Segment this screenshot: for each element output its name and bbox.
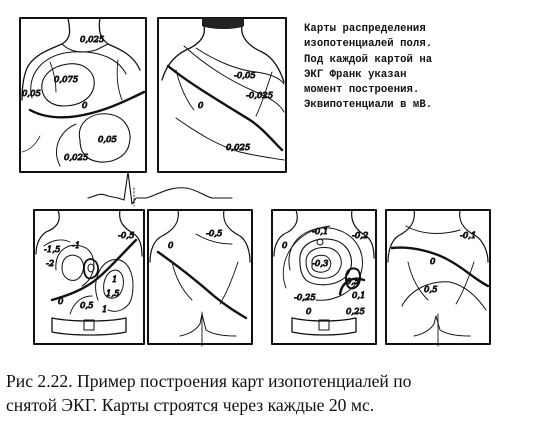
bottom-a-front-label-5: 1 <box>112 275 117 285</box>
bottom-b-front-label-3: 0 <box>282 241 288 251</box>
bottom-b-back-label-3: 0,5 <box>424 285 438 295</box>
map-top-back <box>157 17 287 173</box>
figure-caption-line: Рис 2.22. Пример построения карт изопоте… <box>6 371 412 391</box>
top-front-label-1: 0,025 <box>80 35 104 45</box>
top-front-label-3: 0,05 <box>22 89 41 99</box>
map-bottom-b-front <box>271 209 377 345</box>
top-front-label-5: 0,05 <box>98 135 117 145</box>
bottom-a-front-label-7: 0 <box>58 297 64 307</box>
top-front-label-6: 0,025 <box>64 153 88 163</box>
figure-caption-line: снятой ЭКГ. Карты строятся через каждые … <box>6 395 375 415</box>
side-caption-line: Карты распределения <box>304 23 426 35</box>
ecg-trace-top <box>87 171 233 207</box>
bottom-a-front-label-3: -2 <box>46 259 54 269</box>
bottom-b-front-label-2: -0,1 <box>312 227 328 237</box>
bottom-b-front-label-1: -0,2 <box>352 231 368 241</box>
bottom-a-front-label-4: -1 <box>72 241 80 251</box>
bottom-b-back-label-1: -0,1 <box>460 231 476 241</box>
bottom-a-front-label-1: -0,5 <box>118 231 134 241</box>
map-top-front <box>19 17 147 173</box>
bottom-b-back-label-2: 0 <box>430 257 436 267</box>
bottom-a-front-label-2: -1,5 <box>44 245 60 255</box>
figure-caption: Рис 2.22. Пример построения карт изопоте… <box>6 369 531 417</box>
ecg-trace-b <box>413 313 471 347</box>
bottom-b-front-label-4: -0,3 <box>312 259 328 269</box>
bottom-a-back-label-1: -0,5 <box>206 229 222 239</box>
bottom-a-front-label-6: 1,5 <box>106 289 120 299</box>
bottom-a-back-label-2: 0 <box>168 241 174 251</box>
bottom-a-front-label-8: 0,5 <box>80 301 94 311</box>
map-bottom-a-back <box>147 209 253 345</box>
top-back-label-2: -0,025 <box>246 91 273 101</box>
side-caption-line: Эквипотенциали в мВ. <box>304 99 433 112</box>
top-back-label-3: 0 <box>198 101 204 111</box>
top-front-label-4: 0 <box>82 101 88 111</box>
bottom-b-front-label-8: 0,25 <box>346 307 365 317</box>
side-caption-line: изопотенциалей поля. <box>304 38 433 51</box>
bottom-b-front-label-6: -0,25 <box>294 293 316 303</box>
bottom-b-front-label-5: 0,5 <box>346 277 360 287</box>
ecg-trace-a <box>179 311 237 347</box>
top-back-label-4: 0,025 <box>226 143 250 153</box>
side-caption-line: момент построения. <box>304 84 420 97</box>
bottom-b-front-label-7: 0,1 <box>352 291 366 301</box>
side-caption: Карты распределения изопотенциалей поля.… <box>304 22 529 114</box>
side-caption-line: Под каждой картой на <box>304 53 433 66</box>
map-bottom-a-front <box>33 209 145 345</box>
side-caption-line: ЭКГ Франк указан <box>304 68 407 81</box>
bottom-a-front-label-9: 1 <box>102 305 107 315</box>
bottom-b-front-label-9: 0 <box>306 307 312 317</box>
top-front-label-2: 0,075 <box>54 75 78 85</box>
top-back-label-1: -0,05 <box>234 71 256 81</box>
figure-illustration: 0,025 0,075 0,05 0 0,05 0,025 -0,05 -0,0… <box>19 17 491 347</box>
